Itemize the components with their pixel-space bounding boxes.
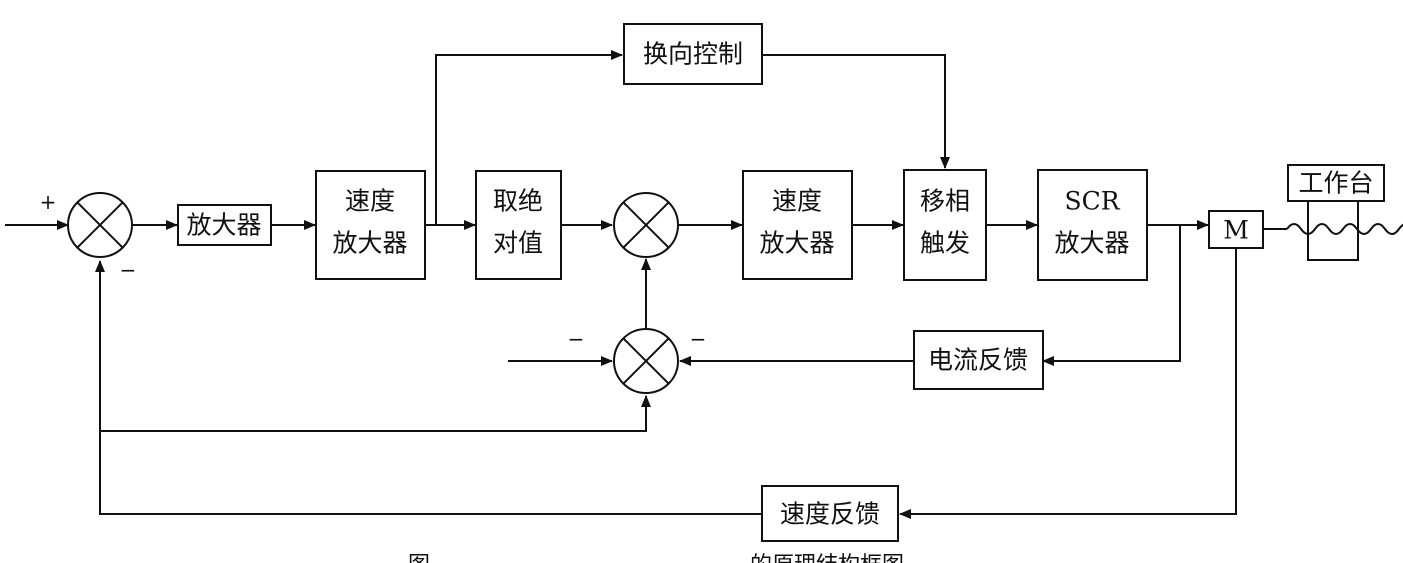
speed-feedback-to-sum3-line (100, 395, 651, 432)
worktable-label: 工作台 (1298, 169, 1373, 198)
branch-to-reversing-line (435, 50, 623, 225)
reversing-control-label: 换向控制 (643, 40, 743, 69)
current-tap-line (1042, 225, 1181, 366)
lead-screw-wave (1286, 223, 1403, 235)
worktable-assembly: 工作台 (1286, 164, 1403, 261)
absolute-value-line2: 对值 (493, 229, 543, 258)
lower-right-minus-sign: − (690, 327, 707, 351)
speed-amp-2-line1: 速度 (772, 187, 822, 216)
amplifier-block: 放大器 (177, 204, 272, 246)
speed-feedback-to-sum1-line (95, 260, 762, 515)
summing-junction-2 (613, 192, 679, 258)
absolute-value-line1: 取绝 (493, 187, 543, 216)
signal-lines (5, 50, 1287, 519)
speed-amp-1-line2: 放大器 (332, 229, 407, 258)
trigger-line1: 移相 (920, 187, 970, 216)
reversing-control-block: 换向控制 (623, 23, 763, 85)
scr-line2: 放大器 (1054, 229, 1129, 258)
motor-block: M (1208, 210, 1264, 249)
speed-feedback-block: 速度反馈 (761, 485, 899, 542)
scr-line1: SCR (1064, 187, 1120, 216)
speed-amplifier-1-block: 速度 放大器 (315, 170, 426, 280)
speed-amp-1-line1: 速度 (345, 187, 395, 216)
speed-amplifier-2-block: 速度 放大器 (742, 170, 853, 280)
main-minus-sign: − (120, 258, 137, 282)
speed-amp-2-line2: 放大器 (759, 229, 834, 258)
current-feedback-block: 电流反馈 (913, 330, 1044, 390)
reversing-to-trigger-line (762, 54, 950, 169)
summing-junction-3 (613, 328, 679, 394)
figure-caption: 图 的原理结构框图 (408, 553, 904, 563)
caption-prefix: 图 (408, 553, 430, 563)
current-feedback-label: 电流反馈 (928, 346, 1028, 375)
trigger-line2: 触发 (920, 229, 970, 258)
absolute-value-block: 取绝 对值 (475, 170, 562, 280)
motor-to-speed-feedback-line (899, 248, 1237, 519)
caption-suffix: 的原理结构框图 (750, 553, 904, 563)
phase-shift-trigger-block: 移相 触发 (903, 169, 987, 281)
worktable-carriage (1307, 200, 1359, 261)
motor-label: M (1223, 216, 1249, 245)
summing-junction-1 (67, 192, 133, 258)
input-plus-sign: + (40, 190, 57, 214)
lower-left-minus-sign: − (568, 327, 585, 351)
speed-feedback-label: 速度反馈 (780, 500, 880, 529)
amplifier-label: 放大器 (186, 211, 261, 240)
scr-amplifier-block: SCR 放大器 (1037, 169, 1148, 281)
